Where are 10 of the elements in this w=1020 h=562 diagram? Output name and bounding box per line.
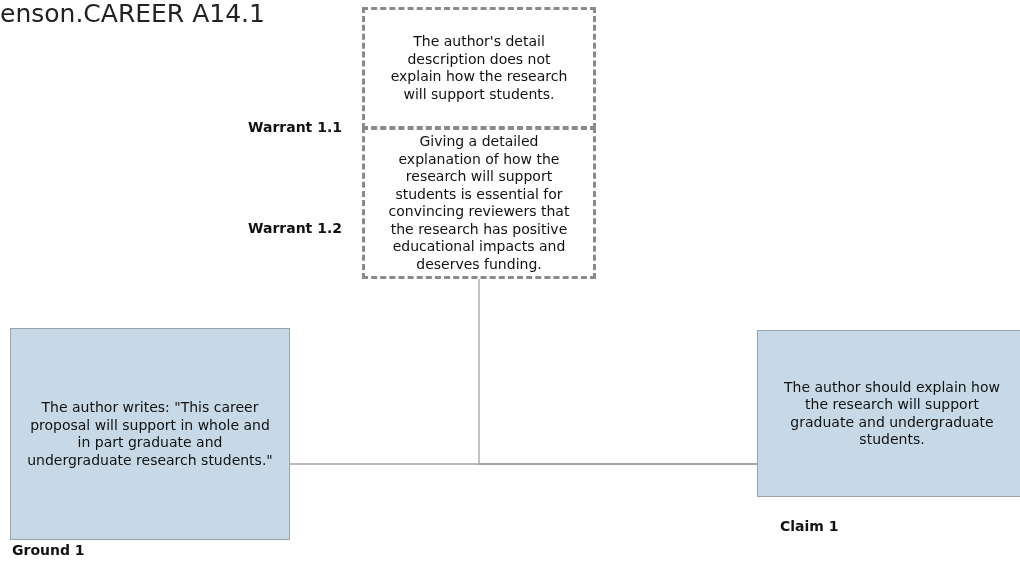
node-caption: Ground 1 (12, 542, 85, 558)
connector-line (478, 278, 758, 465)
node-heading: Warrant 1.2 (248, 220, 342, 236)
box-text: The author should explain how the research will support graduate and undergraduate students. (783, 378, 1001, 449)
box-text: The author's detail description does not explain how the research will support students. (389, 33, 569, 103)
diagram-title: enson.CAREER A14.1 (0, 0, 265, 28)
node-caption: Claim 1 (780, 518, 839, 534)
node-heading: Warrant 1.1 (248, 119, 342, 135)
box-text: The author writes: "This career proposal will support in whole and in part graduate and undergraduate research students." (27, 399, 273, 469)
box-text: Giving a detailed explanation of how the research will support students is essential for convincing reviewers that the research has positive educational impacts and deserves funding. (387, 133, 571, 273)
